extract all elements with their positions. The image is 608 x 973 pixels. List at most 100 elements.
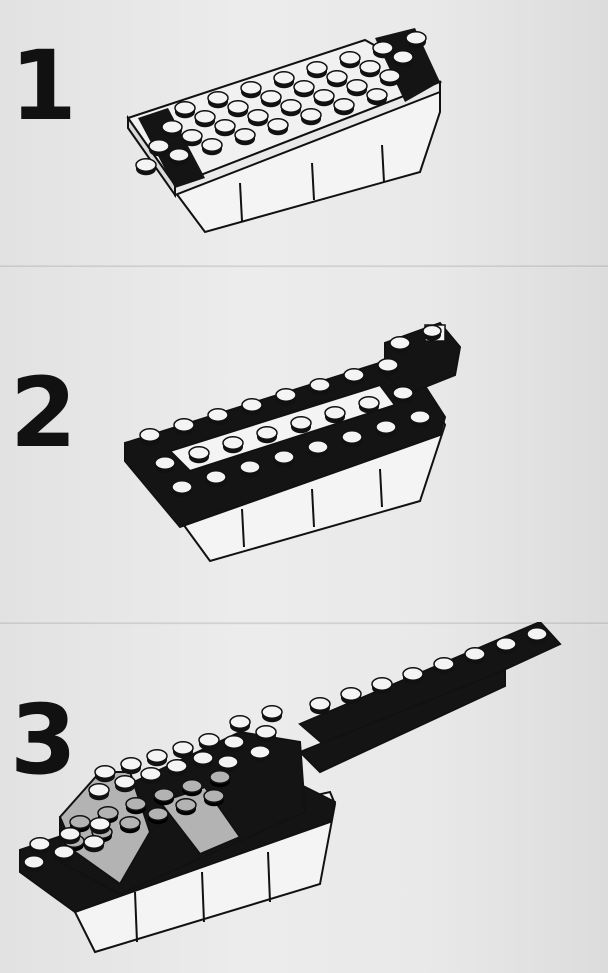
stud xyxy=(423,325,441,340)
stud xyxy=(60,828,80,844)
stud xyxy=(115,776,135,792)
stud xyxy=(208,409,228,425)
stud xyxy=(155,457,175,473)
step-2: 2 xyxy=(0,265,608,622)
stud xyxy=(173,742,193,758)
stud xyxy=(235,129,255,145)
stud xyxy=(126,798,146,814)
stud xyxy=(274,72,294,88)
stud xyxy=(95,766,115,782)
cabin-tower xyxy=(385,323,460,395)
stud xyxy=(141,768,161,784)
stud xyxy=(195,111,215,127)
stud xyxy=(256,726,276,742)
stud xyxy=(341,688,361,704)
step-1: 1 xyxy=(0,0,608,265)
stud xyxy=(527,628,547,644)
stud xyxy=(367,89,387,105)
stud xyxy=(172,481,192,497)
stud xyxy=(149,140,169,156)
stud xyxy=(154,789,174,805)
stud xyxy=(147,750,167,766)
stud xyxy=(248,110,268,126)
stud xyxy=(261,91,281,107)
stud xyxy=(30,838,50,854)
stud xyxy=(325,407,345,423)
stud xyxy=(301,109,321,125)
stud xyxy=(496,638,516,654)
stud xyxy=(210,771,230,787)
stud xyxy=(242,399,262,415)
stud xyxy=(344,369,364,385)
stud xyxy=(380,70,400,86)
stud xyxy=(314,90,334,106)
stud xyxy=(376,421,396,437)
stud xyxy=(148,808,168,824)
stud xyxy=(378,359,398,375)
stud xyxy=(372,678,392,694)
stud xyxy=(310,698,330,714)
stud xyxy=(208,92,228,108)
stud xyxy=(465,648,485,664)
step-3-model xyxy=(0,622,608,973)
stud xyxy=(54,846,74,862)
stud xyxy=(215,120,235,136)
stud xyxy=(167,760,187,776)
stud xyxy=(360,61,380,77)
stud xyxy=(406,32,426,48)
stud xyxy=(327,71,347,87)
stud xyxy=(90,818,110,834)
stud xyxy=(268,119,288,135)
stud xyxy=(307,62,327,78)
stud xyxy=(24,856,44,872)
stud xyxy=(223,437,243,453)
stud xyxy=(281,100,301,116)
stud xyxy=(359,397,379,413)
step-1-model xyxy=(0,0,608,265)
stud xyxy=(334,99,354,115)
stud xyxy=(202,139,222,155)
stud xyxy=(274,451,294,467)
stud xyxy=(403,668,423,684)
stud xyxy=(434,658,454,674)
stud xyxy=(342,431,362,447)
stud xyxy=(240,461,260,477)
stud xyxy=(199,734,219,750)
stud xyxy=(228,101,248,117)
stud xyxy=(257,427,277,443)
stud xyxy=(291,417,311,433)
stud xyxy=(393,387,413,403)
stud xyxy=(310,379,330,395)
stud xyxy=(182,780,202,796)
stud xyxy=(140,429,160,445)
stud xyxy=(390,337,410,353)
stud xyxy=(136,159,156,175)
stud xyxy=(393,51,413,67)
stud xyxy=(410,411,430,427)
stud xyxy=(89,784,109,800)
stud xyxy=(162,121,182,137)
stud xyxy=(250,746,270,762)
stud xyxy=(175,102,195,118)
stud xyxy=(347,80,367,96)
stud xyxy=(120,817,140,833)
stud xyxy=(308,441,328,457)
stud xyxy=(176,799,196,815)
stud xyxy=(373,42,393,58)
stud xyxy=(230,716,250,732)
stud xyxy=(204,790,224,806)
stud xyxy=(340,52,360,68)
stud xyxy=(224,736,244,752)
crane-boom xyxy=(300,622,560,750)
stud xyxy=(121,758,141,774)
stud xyxy=(193,752,213,768)
stud xyxy=(84,836,104,852)
stud xyxy=(294,81,314,97)
stud xyxy=(174,419,194,435)
stud xyxy=(189,447,209,463)
stud xyxy=(262,706,282,722)
stud xyxy=(241,82,261,98)
stud xyxy=(169,149,189,165)
stud xyxy=(218,756,238,772)
